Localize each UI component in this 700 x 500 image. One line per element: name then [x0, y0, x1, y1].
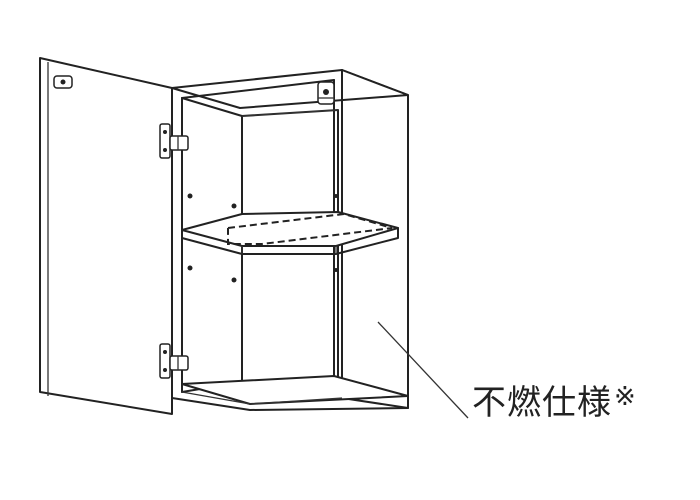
top-inner-edge: [181, 79, 335, 99]
cabinet-door: [39, 57, 173, 415]
door-knob-icon: [53, 75, 73, 89]
callout-label: 不燃仕様※: [472, 383, 637, 423]
lower-hinge-icon: [159, 343, 189, 379]
callout-note-mark: ※: [614, 382, 637, 412]
shelf-front-edge: [181, 227, 399, 255]
bottom-front-edge: [171, 397, 409, 411]
top-inner-back-edge: [241, 109, 339, 117]
door-catch-icon: [317, 81, 335, 105]
shelf-pin-holes: [187, 193, 338, 283]
cabinet-bottom: [181, 375, 409, 405]
upper-hinge-icon: [159, 123, 189, 159]
bottom-inner-edge: [181, 391, 343, 405]
cabinet-top: [171, 69, 409, 109]
shelf-hidden-edge: [227, 212, 393, 245]
callout-leader-line: [377, 321, 469, 419]
callout-text: 不燃仕様: [472, 383, 612, 423]
